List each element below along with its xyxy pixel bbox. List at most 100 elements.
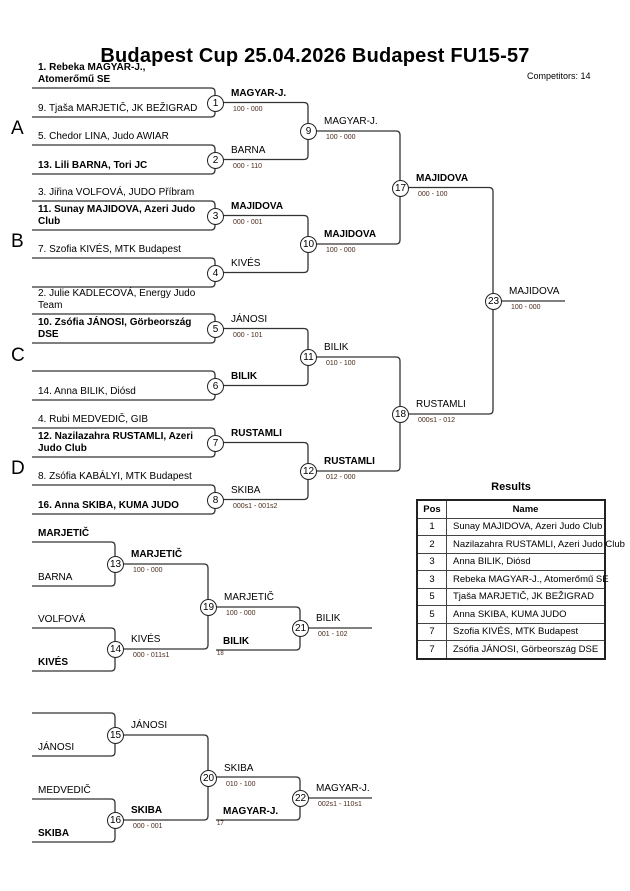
entrant-label: 13. Lili BARNA, Tori JC [38,160,148,171]
result-name: Zsófia JÁNOSI, Görbeország DSE [446,640,606,659]
match-score: 002s1 - 110s1 [318,801,362,808]
result-pos: 7 [416,640,447,659]
results-title: Results [491,481,531,493]
header-pos: Pos [416,499,447,519]
from-match-label: 17 [217,821,224,827]
match-score: 012 - 000 [326,474,356,481]
match-winner-label: MAJIDOVA [231,200,284,212]
result-name: Rebeka MAGYAR-J., Atomerőmű SE [446,570,609,589]
match-winner-label: MAJIDOVA [324,229,377,240]
match-number-11[interactable]: 11 [300,349,317,366]
match-score: 000s1 - 012 [418,417,455,424]
bronze-entrant-label: MAGYAR-J. [223,806,279,817]
repechage-entrant-label: MARJETIČ [38,528,90,539]
entrant-label: 3. Jiřina VOLFOVÁ, JUDO Příbram [38,187,195,198]
entrant-label [38,259,198,285]
match-number-8[interactable]: 8 [207,491,224,509]
entrant-label: 16. Anna SKIBA, KUMA JUDO [38,500,179,511]
match-number-18[interactable]: 18 [392,406,409,423]
match-score: 100 - 000 [233,105,263,113]
match-number-21[interactable]: 21 [292,620,309,637]
entrant-label: 7. Szofia KIVÉS, MTK Budapest [38,244,181,255]
match-winner-label: KIVÉS [131,634,161,645]
from-match-label: 18 [217,651,224,657]
entrant-label: 12. Nazilazahra RUSTAMLI, Azeri Judo Clu… [38,431,194,454]
match-score: 000 - 001 [133,823,163,830]
match-winner-label: JÁNOSI [131,720,168,731]
entrant-label: 9. Tjaša MARJETIČ, JK BEŽIGRAD [38,103,198,114]
match-number-20[interactable]: 20 [200,769,217,787]
match-score: 000s1 - 001s2 [233,502,278,510]
match-number-9[interactable]: 9 [300,123,317,140]
match-number-19[interactable]: 19 [200,598,217,616]
results-header-row: Pos Name [416,499,606,519]
pool-label-A: A [11,118,24,139]
entrant-label: 2. Julie KADLECOVÁ, Energy Judo Team [38,288,196,311]
result-pos: 1 [416,517,447,536]
pool-label-B: B [11,231,24,252]
match-number-17[interactable]: 17 [392,179,409,197]
repechage-entrant-label: BARNA [38,572,73,583]
match-number-12[interactable]: 12 [300,463,317,480]
match-number-23[interactable]: 23 [485,292,502,310]
match-score: 010 - 100 [326,360,356,367]
match-winner-label: SKIBA [131,805,163,816]
match-winner-label: SKIBA [231,484,261,496]
match-winner-label: MAGYAR-J. [231,87,287,99]
match-winner-label: RUSTAMLI [416,399,466,410]
bracket-line [115,563,209,650]
competitors-count: Competitors: 14 [527,71,591,81]
bronze-entrant-label: BILIK [223,636,250,647]
repechage-entrant-label: SKIBA [38,828,70,839]
entrant-label [38,343,198,369]
match-number-15[interactable]: 15 [107,727,124,744]
match-number-2[interactable]: 2 [207,151,224,169]
match-number-10[interactable]: 10 [300,236,317,253]
entrant-label: 11. Sunay MAJIDOVA, Azeri Judo Club [38,204,196,227]
match-number-22[interactable]: 22 [292,790,309,807]
match-number-3[interactable]: 3 [207,207,224,225]
match-winner-label: JÁNOSI [231,313,268,325]
match-number-14[interactable]: 14 [107,641,124,658]
result-name: Szofia KIVÉS, MTK Budapest [446,622,606,641]
page-title: Budapest Cup 25.04.2026 Budapest FU15-57 [100,45,530,67]
match-score: 000 - 001 [233,218,263,226]
match-number-16[interactable]: 16 [107,812,124,829]
result-pos: 3 [416,552,447,571]
match-score: 000 - 101 [233,331,263,339]
result-name: Anna SKIBA, KUMA JUDO [446,605,606,624]
match-score: 100 - 000 [511,303,541,311]
match-score: 100 - 000 [326,134,356,141]
match-winner-label: MAJIDOVA [509,285,560,297]
match-score: 000 - 100 [418,190,448,198]
match-number-5[interactable]: 5 [207,320,224,338]
match-score: 100 - 000 [326,247,356,254]
match-score: 010 - 100 [226,780,256,788]
match-winner-label: SKIBA [224,762,254,774]
match-winner-label: RUSTAMLI [324,456,375,467]
match-winner-label: MARJETIČ [131,549,183,560]
entrant-label: 10. Zsófia JÁNOSI, Görbeország DSE [38,317,192,340]
bracket-line [215,441,309,501]
match-number-4[interactable]: 4 [207,264,224,282]
repechage-entrant-label: KIVÉS [38,657,69,668]
match-number-13[interactable]: 13 [107,556,124,573]
entrant-label: 5. Chedor LINA, Judo AWIAR [38,131,169,142]
repechage-entrant-label: VOLFOVÁ [38,614,86,625]
match-number-1[interactable]: 1 [207,94,224,112]
pool-label-C: C [11,345,25,366]
result-name: Tjaša MARJETIČ, JK BEŽIGRAD [446,587,606,606]
match-winner-label: MAGYAR-J. [316,783,370,794]
match-number-7[interactable]: 7 [207,434,224,452]
match-number-6[interactable]: 6 [207,377,224,395]
pool-label-D: D [11,458,25,479]
entrant-label: 1. Rebeka MAGYAR-J., Atomerőmű SE [38,62,146,85]
